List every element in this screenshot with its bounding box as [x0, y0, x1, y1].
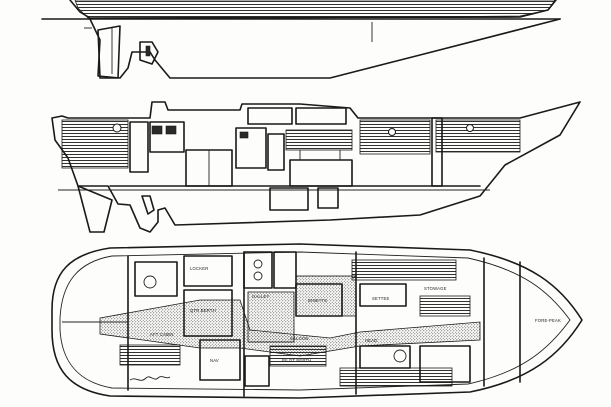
label-chart-table: NAV [210, 358, 219, 363]
plan-hull-outline [51, 243, 583, 399]
nav-table [199, 339, 241, 381]
rudder-post [145, 45, 151, 57]
label-forepeak: FORE-PEAK [535, 318, 561, 323]
pilot-berth [269, 345, 327, 367]
sheer-line [69, 0, 557, 19]
settee-starboard [351, 259, 457, 281]
topsides-hatching [74, 0, 556, 19]
head-fixture [143, 275, 157, 289]
label-settee: SETTEE [372, 296, 390, 301]
sink-1 [253, 259, 263, 269]
hull-profile [41, 0, 561, 79]
settee-cushion [359, 283, 407, 307]
settee-back-hatch [285, 129, 353, 151]
inboard-rudder [141, 195, 155, 215]
engine-box [317, 187, 339, 209]
bulkhead-mid [267, 133, 285, 171]
tank [269, 187, 309, 211]
nav-panel-2 [165, 125, 177, 135]
accommodation-plan: FORE-PEAK AFT CABIN GALLEY DINETTE SALOO… [51, 243, 583, 399]
label-pilot-berth: PILOT BERTH [282, 358, 312, 363]
step-cabinet [244, 355, 270, 387]
underbody [89, 18, 561, 79]
keel-left [97, 25, 121, 79]
main-bulkhead [431, 117, 443, 187]
galley-stove [235, 127, 267, 169]
vee-berth-top [419, 295, 471, 317]
sole-stipple [99, 299, 481, 357]
label-aft-cabin: AFT CABIN [150, 332, 174, 337]
label-quarter-berth: QTR BERTH [190, 308, 216, 313]
head-toilet [393, 349, 407, 363]
quarter-berth-bulkhead [129, 121, 149, 173]
porthole-fwd [466, 124, 474, 132]
label-saloon: SALOON [290, 336, 309, 341]
label-galley: GALLEY [252, 294, 270, 299]
quarter-berth [183, 289, 233, 337]
label-head: HEAD [365, 338, 377, 343]
stove-burner [239, 131, 249, 139]
icebox [273, 251, 297, 289]
galley-counter [243, 251, 273, 289]
label-stowage: STOWAGE [424, 286, 447, 291]
sink-2 [253, 271, 263, 281]
hull-section [51, 101, 581, 233]
label-hanging-locker: LOCKER [190, 266, 208, 271]
fwd-berth-hatch [359, 119, 431, 155]
plan-inner-outline [59, 251, 571, 391]
head-compartment [359, 345, 411, 369]
nav-panel [151, 125, 163, 135]
rudder [139, 41, 159, 65]
fwd-locker [419, 345, 471, 383]
saloon-sole [247, 291, 295, 343]
inboard-profile [51, 101, 581, 233]
hanging-locker [183, 255, 233, 287]
vee-berth-hatch [435, 119, 521, 153]
deckhouse-window-2 [295, 107, 347, 125]
deckhouse-window-1 [247, 107, 293, 125]
dinette-sole [295, 275, 357, 317]
label-dinette: DINETTE [308, 298, 327, 303]
aft-cabin-locker [134, 261, 178, 297]
dinette-table [295, 283, 343, 317]
dinette-base [289, 159, 353, 187]
designer-signature [129, 376, 171, 381]
aft-berth-port [119, 344, 181, 366]
porthole-mid [388, 128, 396, 136]
inboard-keel [77, 185, 113, 233]
nav-station [149, 121, 185, 153]
porthole-aft [112, 123, 122, 133]
